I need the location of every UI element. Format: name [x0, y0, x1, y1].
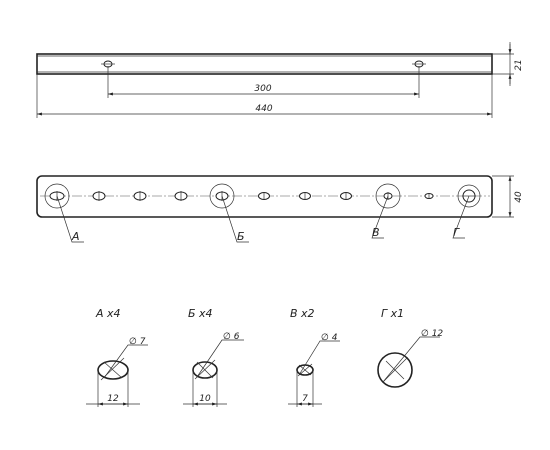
detail-g-title: Г х1 [381, 307, 404, 320]
callout-a: А [71, 230, 80, 243]
side-view: 21 300 440 [36, 42, 524, 118]
side-view-outline [36, 53, 493, 75]
callout-v: В [372, 226, 380, 239]
detail-v: В х2 ∅ 4 7 [288, 307, 340, 407]
detail-b-length: 10 [199, 394, 211, 404]
detail-g-diameter: ∅ 12 [421, 329, 443, 339]
detail-b-title: Б х4 [188, 307, 213, 320]
detail-a: А х4 ∅ 7 12 [86, 307, 148, 407]
callout-g: Г [453, 226, 460, 239]
detail-b-diameter: ∅ 6 [223, 332, 240, 342]
callout-b: Б [237, 230, 245, 243]
detail-v-length: 7 [302, 394, 308, 404]
plan-view: 40 А Б В Г [36, 175, 524, 243]
detail-a-title: А х4 [95, 307, 121, 320]
detail-v-diameter: ∅ 4 [321, 333, 338, 343]
detail-a-diameter: ∅ 7 [129, 337, 146, 347]
plan-view-outline [36, 175, 493, 218]
dim-width: 40 [514, 191, 524, 203]
detail-b: Б х4 ∅ 6 10 [183, 307, 244, 407]
detail-g: Г х1 ∅ 12 [377, 307, 443, 388]
detail-a-length: 12 [107, 394, 119, 404]
detail-v-title: В х2 [290, 307, 315, 320]
dim-thickness: 21 [514, 59, 524, 70]
dim-hole-spacing: 300 [254, 84, 271, 94]
dim-overall-length: 440 [255, 104, 272, 114]
